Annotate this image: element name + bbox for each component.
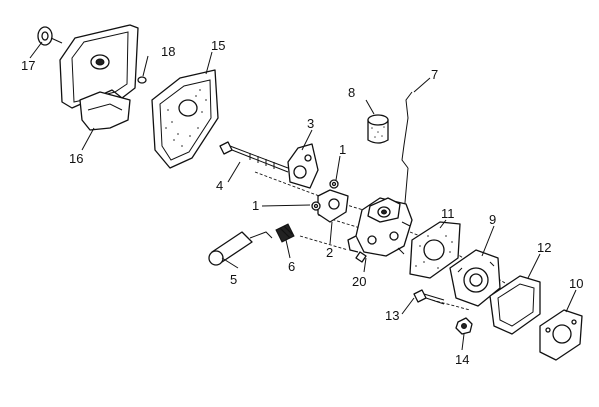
callout-17: 17	[21, 58, 35, 73]
part-14-nut	[455, 317, 473, 335]
part-9-intake-adapter	[449, 249, 501, 307]
part-12-gasket	[489, 275, 541, 335]
part-15-air-filter-element	[151, 69, 219, 169]
part-17-screw	[37, 26, 63, 46]
callout-5: 5	[230, 272, 237, 287]
callout-20: 20	[352, 274, 366, 289]
callout-1-upper: 1	[339, 142, 346, 157]
part-18-o-ring	[137, 76, 147, 84]
part-4-bolt	[219, 141, 289, 173]
callout-11: 11	[441, 206, 455, 221]
part-11-insulator	[409, 221, 461, 279]
callout-1-lower: 1	[252, 198, 259, 213]
callout-7: 7	[431, 67, 438, 82]
part-16-air-filter-cover	[59, 24, 139, 131]
part-6-plug	[275, 223, 295, 243]
part-2-gasket	[317, 189, 349, 223]
callout-2: 2	[326, 245, 333, 260]
callout-3: 3	[307, 116, 314, 131]
part-3-spacer-plate	[287, 143, 319, 189]
callout-15: 15	[211, 38, 225, 53]
part-5-throttle-cable	[208, 231, 273, 266]
callout-4: 4	[216, 178, 223, 193]
part-7-choke-rod	[401, 91, 413, 215]
part-13-bolt	[413, 289, 445, 305]
part-1-washer-lower	[311, 201, 321, 211]
callout-6: 6	[288, 259, 295, 274]
callout-10: 10	[569, 276, 583, 291]
part-10-gasket	[539, 309, 583, 361]
callout-16: 16	[69, 151, 83, 166]
callout-14: 14	[455, 352, 469, 367]
part-20-carburetor	[347, 197, 413, 263]
callout-18: 18	[161, 44, 175, 59]
callout-9: 9	[489, 212, 496, 227]
callout-12: 12	[537, 240, 551, 255]
callout-8: 8	[348, 85, 355, 100]
part-8-fuel-filter	[367, 114, 389, 144]
part-1-washer-upper	[329, 179, 339, 189]
callout-labels: 17 18 15 16 8 7 3 1 4 1 2 6 5 20 11 9 12…	[21, 38, 583, 367]
callout-13: 13	[385, 308, 399, 323]
leader-lines	[29, 41, 577, 351]
